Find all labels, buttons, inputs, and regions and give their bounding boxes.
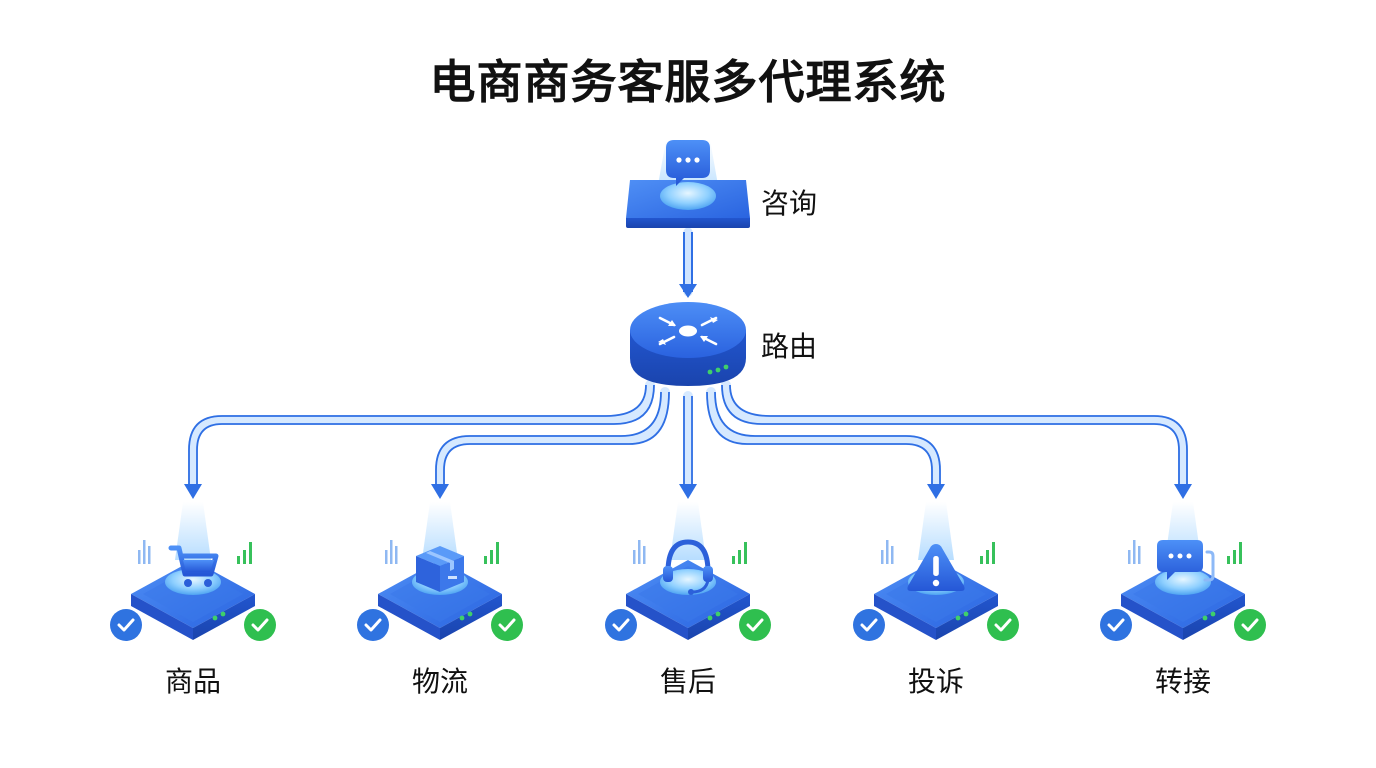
signal-bars-left — [633, 540, 646, 564]
agent-label-complaints: 投诉 — [907, 665, 965, 698]
agent-label-products: 商品 — [164, 665, 222, 698]
signal-bars-right — [980, 542, 995, 564]
headset-icon — [663, 539, 713, 595]
signal-bars-right — [237, 542, 252, 564]
signal-bars-left — [138, 540, 151, 564]
agent-node-2 — [357, 502, 523, 641]
signal-bars-right — [732, 542, 747, 564]
check-green-icon — [1234, 609, 1266, 641]
agent-label-logistics: 物流 — [411, 665, 469, 698]
check-blue-icon — [1100, 609, 1132, 641]
consult-node — [626, 140, 750, 228]
check-green-icon — [987, 609, 1019, 641]
signal-bars-left — [881, 540, 894, 564]
check-blue-icon — [605, 609, 637, 641]
check-green-icon — [491, 609, 523, 641]
transfer-chat-icon — [1157, 540, 1215, 582]
agents-layer — [110, 502, 1266, 641]
check-blue-icon — [357, 609, 389, 641]
router-label: 路由 — [761, 330, 818, 363]
router-arrows-icon — [658, 316, 718, 346]
warning-triangle-icon — [907, 544, 965, 591]
shopping-cart-icon — [168, 545, 219, 587]
connector-consult-router — [679, 227, 697, 298]
consult-label: 咨询 — [761, 187, 818, 220]
agent-node-1 — [110, 502, 276, 641]
agent-label-aftersales: 售后 — [659, 665, 717, 698]
agent-node-4 — [853, 502, 1019, 641]
signal-bars-right — [1227, 542, 1242, 564]
signal-bars-left — [1128, 540, 1141, 564]
router-node — [630, 302, 746, 386]
chat-bubble-icon — [666, 140, 710, 186]
signal-bars-left — [385, 540, 398, 564]
package-box-icon — [416, 546, 464, 592]
agent-label-transfer: 转接 — [1154, 665, 1212, 698]
agent-node-5 — [1100, 502, 1266, 641]
check-green-icon — [244, 609, 276, 641]
agent-node-3 — [605, 502, 771, 641]
page-title: 电商商务客服多代理系统 — [429, 55, 947, 109]
check-blue-icon — [853, 609, 885, 641]
signal-bars-right — [484, 542, 499, 564]
check-blue-icon — [110, 609, 142, 641]
connectors-router-agents — [184, 380, 1192, 499]
check-green-icon — [739, 609, 771, 641]
